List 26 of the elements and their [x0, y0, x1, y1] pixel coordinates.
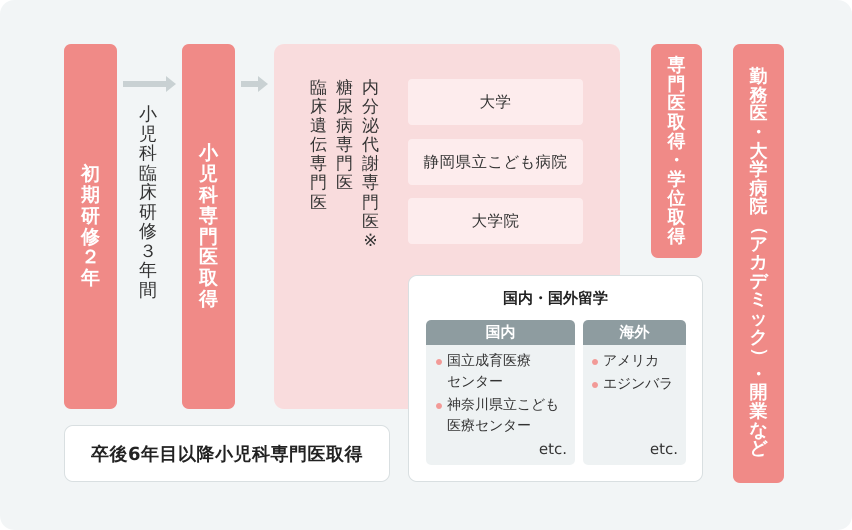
specialty-label: 臨床遺伝専門医 — [310, 79, 327, 213]
list-item: アメリカ — [603, 352, 659, 371]
panel-header: 海外 — [583, 320, 686, 345]
list-item: 神奈川県立こども医療センター — [447, 396, 559, 436]
arrow — [241, 76, 268, 92]
institution-box: 大学院 — [408, 198, 583, 244]
stage-bar: 専門医取得・学位取得 — [651, 44, 702, 258]
specialty-label: 内分泌代謝専門医※ — [362, 79, 379, 251]
stage-bar: 勤務医・大学病院（アカデミック）・開業など — [733, 44, 784, 483]
etc-note: etc. — [650, 440, 678, 458]
panel-header: 国内 — [426, 320, 575, 345]
note-box: 卒後6年目以降小児科専門医取得 — [64, 425, 390, 482]
arrow — [123, 76, 176, 92]
stage-bar: 小児科専門医取得 — [182, 44, 235, 409]
list-item: エジンバラ — [603, 375, 673, 394]
stage-bar: 初期研修２年 — [64, 44, 117, 409]
list-panel — [583, 320, 686, 465]
study-abroad-card — [408, 275, 703, 482]
etc-note: etc. — [538, 440, 567, 458]
specialty-label: 糖尿病専門医 — [336, 79, 353, 194]
institution-box: 大学 — [408, 79, 583, 125]
edge-label: 小児科臨床研修３年間 — [139, 105, 157, 300]
list-panel — [426, 320, 575, 465]
list-item: 国立成育医療センター — [447, 352, 531, 392]
institution-box: 静岡県立こども病院 — [408, 139, 583, 185]
card-title: 国内・国外留学 — [503, 288, 608, 308]
